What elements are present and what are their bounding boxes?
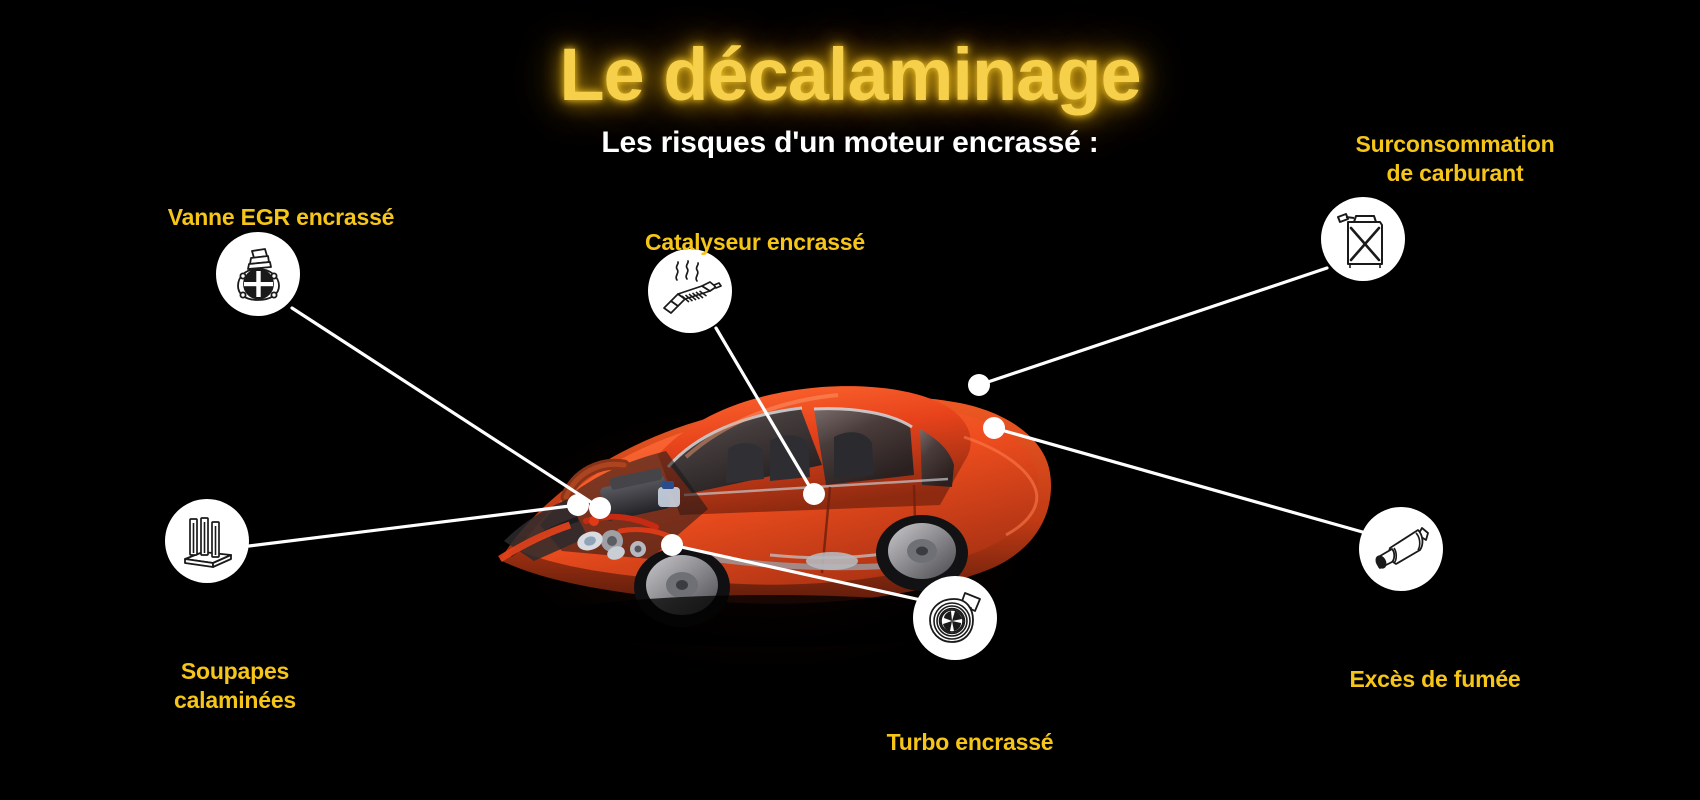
anchor-dot-fuel — [968, 374, 990, 396]
label-egr: Vanne EGR encrassé — [167, 204, 395, 230]
connector-line-turbo — [670, 543, 923, 602]
exhaust-muffler-icon — [1375, 527, 1429, 569]
anchor-dot-valves — [567, 494, 589, 516]
label-smoke: Excès de fumée — [1349, 666, 1521, 692]
label-valves: Soupapes calaminées — [173, 658, 297, 713]
label-fuel: Surconsommation de carburant — [1355, 131, 1555, 186]
connector-line-valves — [247, 503, 580, 548]
catalytic-converter-icon — [663, 260, 722, 314]
egr-valve-icon — [237, 248, 280, 301]
connector-line-smoke — [992, 426, 1368, 535]
anchor-dot-catalyst — [803, 483, 825, 505]
anchor-dot-turbo — [661, 534, 683, 556]
fuel-canister-icon — [1337, 213, 1383, 268]
hotspot-egr-valve[interactable] — [216, 232, 300, 316]
hotspot-fuel-consumption[interactable] — [1321, 197, 1405, 281]
connector-line-fuel — [977, 266, 1329, 387]
hotspot-valves[interactable] — [165, 499, 249, 583]
hotspot-catalyst[interactable] — [648, 249, 732, 333]
hotspot-turbo[interactable] — [913, 576, 997, 660]
cutaway-car-image — [470, 345, 1070, 685]
connector-line-egr — [290, 306, 602, 510]
connector-line-catalyst — [714, 326, 816, 496]
turbocharger-icon — [929, 592, 981, 643]
hotspot-smoke[interactable] — [1359, 507, 1443, 591]
anchor-dot-smoke — [983, 417, 1005, 439]
anchor-dot-egr — [589, 497, 611, 519]
engine-valves-icon — [184, 517, 232, 568]
label-catalyst: Catalyseur encrassé — [645, 229, 865, 255]
label-turbo: Turbo encrassé — [886, 729, 1054, 755]
